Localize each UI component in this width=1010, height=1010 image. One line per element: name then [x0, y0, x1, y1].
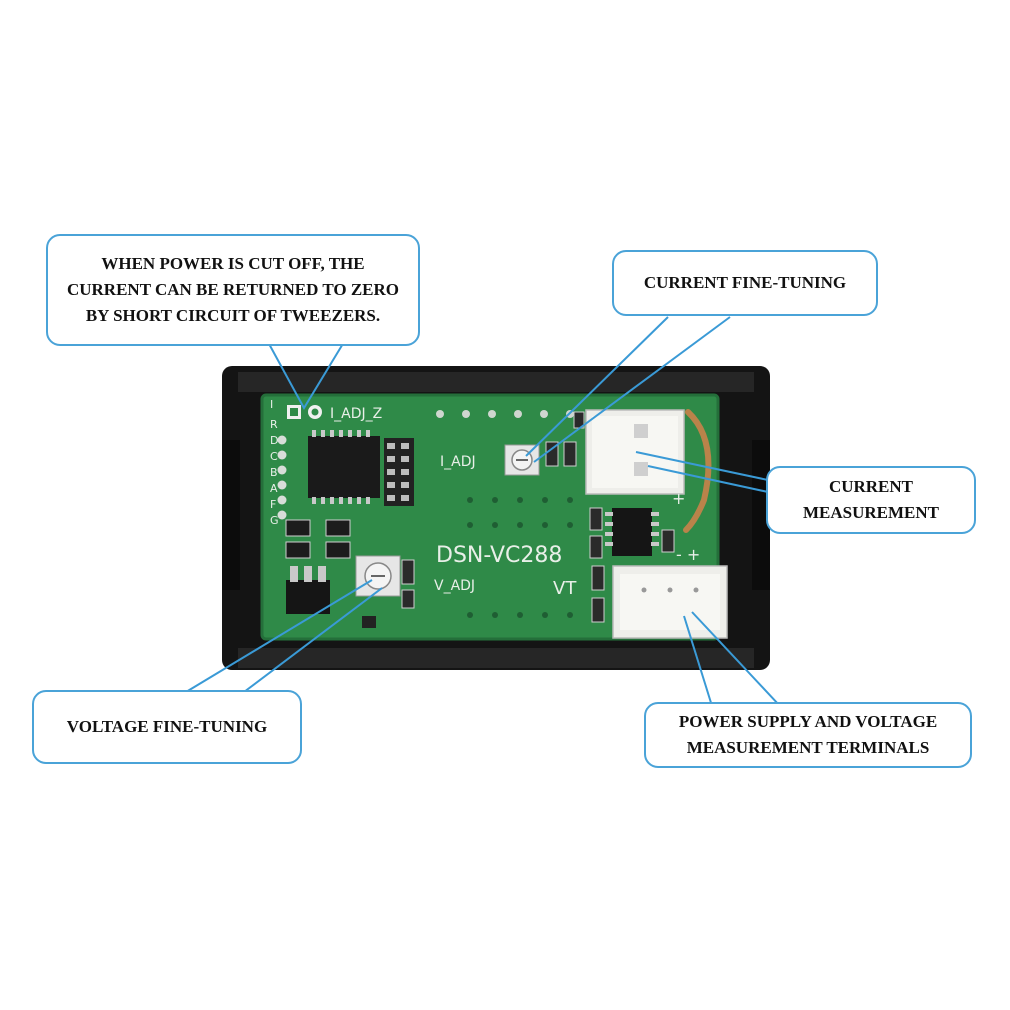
voltage-trim-pot: [355, 555, 401, 597]
callout-power-terminals-line-2: MEASUREMENT TERMINALS: [686, 738, 930, 757]
silk-side-letters: I R D C B A F G: [270, 398, 279, 527]
silk-model: DSN-VC288: [436, 543, 562, 568]
silk-i-adj-z: I_ADJ_Z: [330, 406, 382, 422]
callout-zero-reset: WHEN POWER IS CUT OFF, THE CURRENT CAN B…: [46, 234, 420, 346]
callout-current-fine-tuning: CURRENT FINE-TUNING: [612, 250, 878, 316]
v-adj-smd-parts: [401, 559, 415, 609]
svg-text:I: I: [270, 398, 273, 411]
small-diode: [362, 616, 376, 628]
header-pads-top: [436, 410, 574, 418]
callout-zero-reset-line-1: WHEN POWER IS CUT OFF, THE: [101, 254, 365, 273]
leader-zero-reset: [267, 341, 345, 411]
silk-vt: VT: [553, 578, 577, 599]
leader-current-measurement: [635, 451, 769, 481]
callout-current-measurement-line-1: CURRENT: [828, 477, 914, 496]
leader-voltage-fine-tuning: [185, 579, 373, 693]
svg-text:B: B: [270, 466, 278, 479]
callout-current-fine-tuning-text: CURRENT FINE-TUNING: [643, 273, 847, 292]
voltage-regulator: [286, 566, 330, 614]
svg-text:A: A: [270, 482, 278, 495]
capacitors-left: [285, 519, 351, 559]
leader-lines: [185, 316, 781, 707]
current-connector: [585, 409, 685, 495]
callout-zero-reset-line-2: CURRENT CAN BE RETURNED TO ZERO: [66, 280, 400, 299]
svg-text:R: R: [270, 418, 278, 431]
callout-voltage-fine-tuning-text: VOLTAGE FINE-TUNING: [66, 717, 268, 736]
shunt-wire: [683, 409, 712, 533]
callout-current-measurement: CURRENT MEASUREMENT: [766, 466, 976, 534]
resistor-array: [384, 438, 414, 506]
svg-text:D: D: [270, 434, 278, 447]
vt-smd-parts: [591, 565, 605, 623]
silk-minus-plus: - +: [676, 545, 700, 564]
silk-plus-top: +: [672, 489, 685, 508]
callout-voltage-fine-tuning: VOLTAGE FINE-TUNING: [32, 690, 302, 764]
zero-jumper-pads: [287, 405, 322, 419]
callout-current-measurement-line-2: MEASUREMENT: [802, 503, 939, 522]
svg-text:C: C: [270, 450, 278, 463]
smd-parts-right: [589, 507, 675, 559]
main-ic: [308, 430, 380, 504]
svg-text:F: F: [270, 498, 276, 511]
leader-power-terminals: [683, 615, 713, 707]
smd-parts-top-right: [545, 411, 585, 467]
silk-v-adj: V_ADJ: [434, 578, 475, 594]
callout-power-terminals-line-1: POWER SUPPLY AND VOLTAGE: [678, 712, 938, 731]
power-connector: [612, 565, 728, 639]
op-amp-chip: [605, 508, 659, 556]
svg-text:G: G: [270, 514, 279, 527]
silk-i-adj: I_ADJ: [440, 454, 476, 470]
callout-zero-reset-line-3: BY SHORT CIRCUIT OF TWEEZERS.: [85, 306, 381, 325]
side-pads: [277, 435, 287, 520]
display-pin-holes: [467, 497, 573, 618]
leader-current-fine-tuning: [525, 316, 669, 457]
callout-power-terminals: POWER SUPPLY AND VOLTAGE MEASUREMENT TER…: [644, 702, 972, 768]
